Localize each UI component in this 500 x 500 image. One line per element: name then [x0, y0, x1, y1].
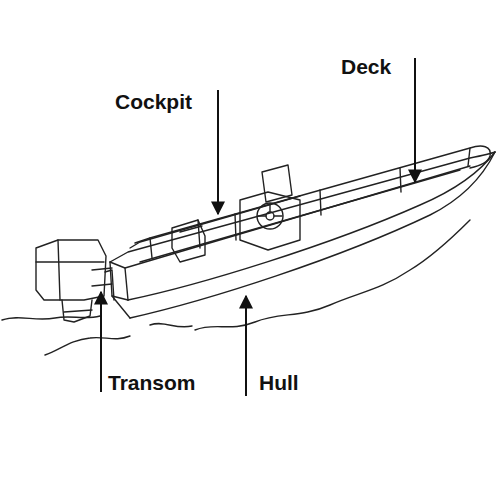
leader-arrows — [101, 58, 415, 396]
leader-line — [414, 58, 416, 182]
part-label: Transom — [108, 372, 196, 393]
part-label: Hull — [259, 372, 299, 393]
part-label: Deck — [341, 56, 391, 77]
part-label: Cockpit — [115, 91, 192, 112]
leader-line — [217, 90, 219, 214]
leader-line — [245, 296, 247, 396]
leader-line — [100, 292, 102, 392]
